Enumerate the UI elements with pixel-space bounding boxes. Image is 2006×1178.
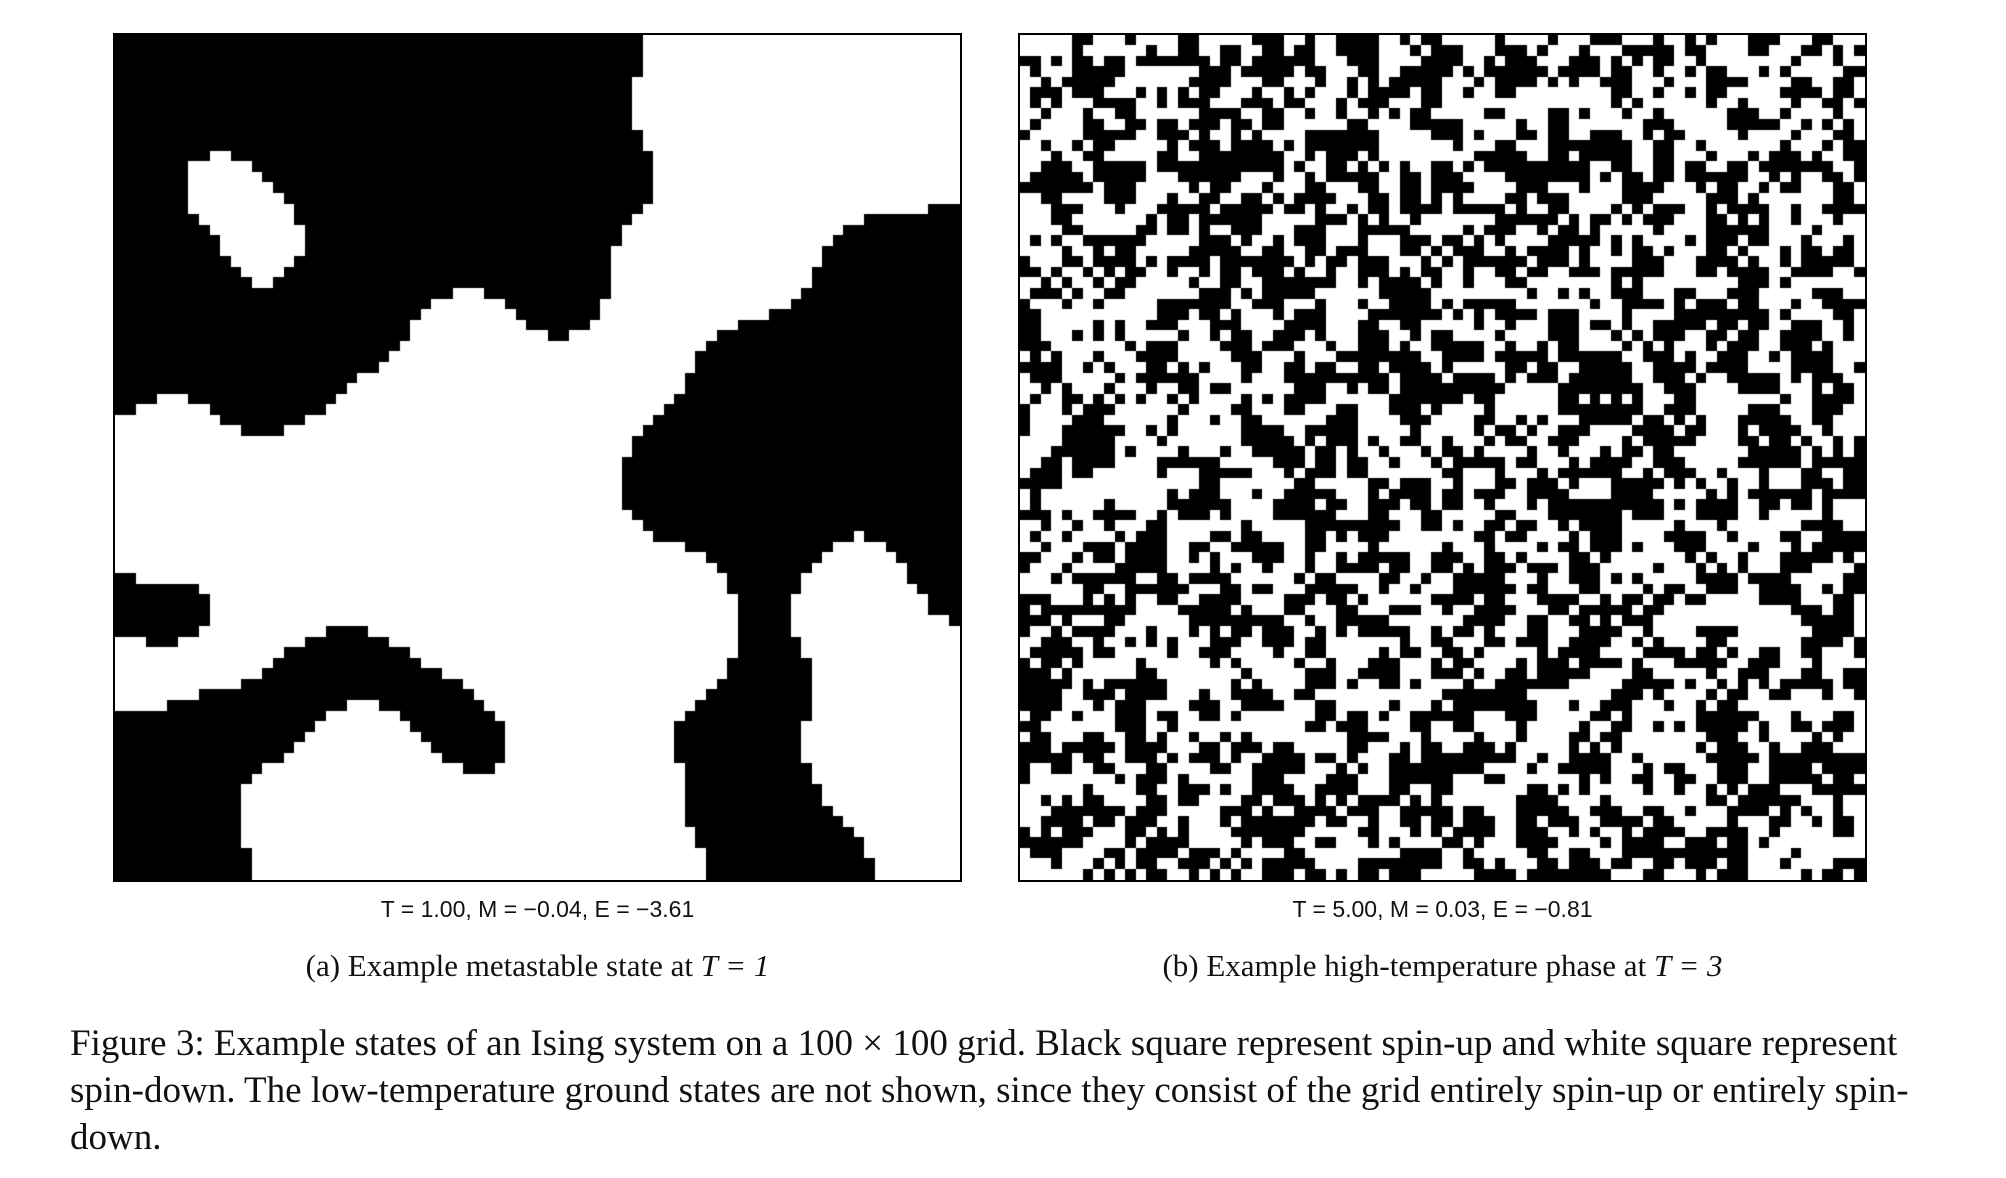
subcaption-b-text: (b) Example high-temperature phase at: [1162, 948, 1647, 983]
subcaption-b-math: T = 3: [1653, 948, 1723, 983]
subcaption-a: (a) Example metastable state at T = 1: [113, 948, 962, 984]
stats-label-a: T = 1.00, M = −0.04, E = −3.61: [380, 896, 695, 922]
subcaption-b: (b) Example high-temperature phase at T …: [1018, 948, 1867, 984]
stats-label-b: T = 5.00, M = 0.03, E = −0.81: [1292, 896, 1593, 922]
ising-grid-b: [1018, 33, 1867, 882]
subcaption-a-text: (a) Example metastable state at: [305, 948, 693, 983]
ising-grid-a: [113, 33, 962, 882]
ising-grid-a-canvas: [115, 35, 960, 880]
figure-caption: Figure 3: Example states of an Ising sys…: [70, 1023, 1909, 1158]
ising-grid-b-canvas: [1020, 35, 1865, 880]
subcaption-a-math: T = 1: [700, 948, 770, 983]
